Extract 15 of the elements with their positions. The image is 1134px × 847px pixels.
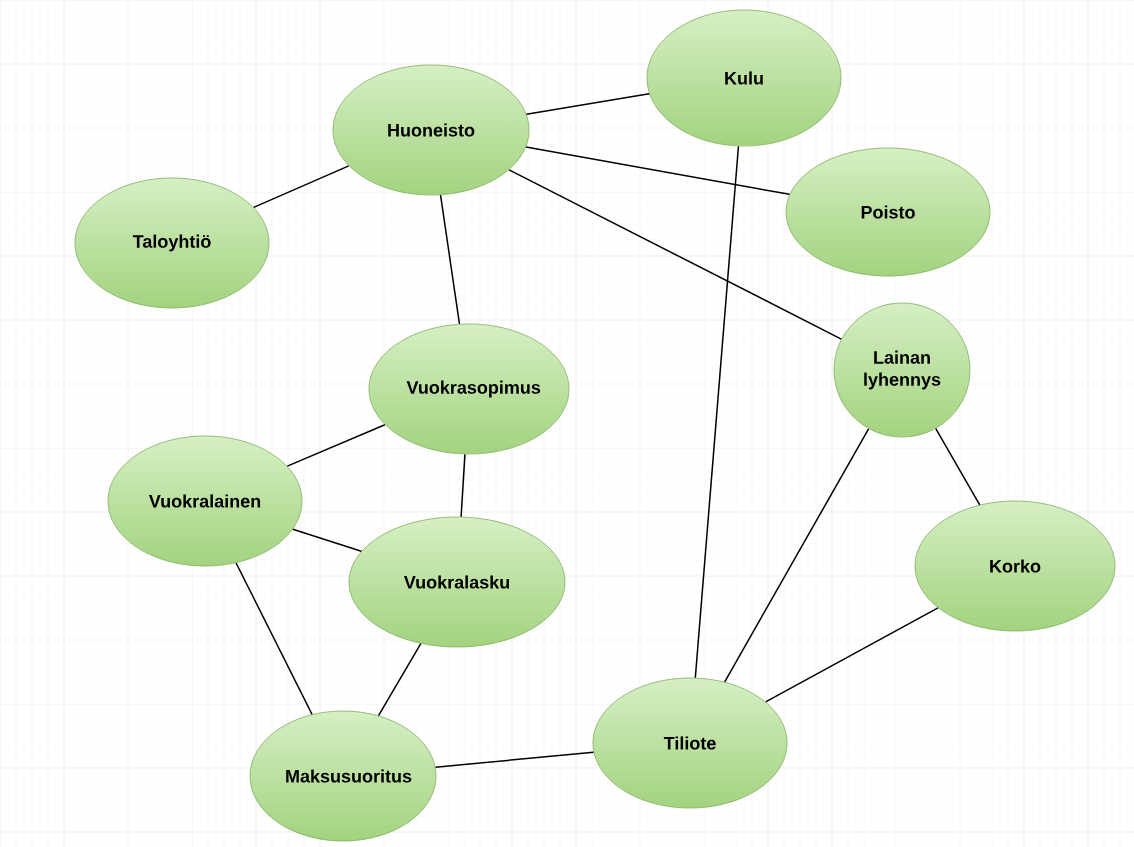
connector-line	[935, 427, 981, 506]
connector-line	[764, 607, 939, 703]
connector-line	[439, 194, 461, 325]
connector-line	[525, 93, 650, 115]
connector-line	[694, 145, 740, 679]
connector-line	[724, 428, 870, 683]
connector-line	[235, 562, 313, 716]
connector-line	[377, 642, 422, 717]
connector-line	[286, 423, 386, 467]
connector-line	[460, 453, 466, 518]
connector-line	[434, 751, 595, 768]
connector-line	[252, 165, 350, 209]
connector-line	[525, 146, 791, 196]
connector-line	[292, 528, 363, 552]
connector-line	[508, 169, 842, 340]
